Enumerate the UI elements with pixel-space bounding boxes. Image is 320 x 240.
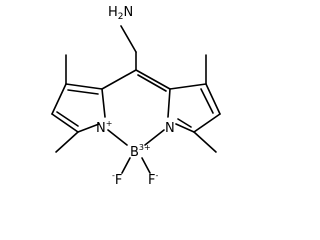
bond-right-c3-c4 xyxy=(205,83,221,115)
bond-boron-f-left xyxy=(121,157,131,174)
nitrogen-right-label: N xyxy=(165,121,175,136)
bond-boron-f-right xyxy=(141,157,151,174)
bond-left-c2-c3 xyxy=(65,83,103,90)
bodipy-structure: H2N N+ N B3+ -F F- xyxy=(51,5,221,188)
bond-ch2-nh2 xyxy=(120,25,137,53)
amine-label: H2N xyxy=(108,5,133,22)
fluorine-right-label: F- xyxy=(148,171,158,188)
bond-left-c4-c5 xyxy=(51,113,79,133)
bond-right-c5-n-double xyxy=(177,118,192,128)
bond-n-right-boron xyxy=(144,129,165,146)
bond-right-c4-c5 xyxy=(193,113,221,133)
bond-right-methyl-bottom xyxy=(193,131,217,153)
bond-left-c5-n xyxy=(77,123,100,133)
bond-left-c2-c3-double xyxy=(67,89,99,95)
boron-label: B3+ xyxy=(130,143,151,160)
bond-left-n-c2 xyxy=(101,88,106,118)
bond-right-c2-c3 xyxy=(169,83,207,90)
bond-meso-left xyxy=(101,69,137,90)
fluorine-left-label: -F xyxy=(112,171,122,188)
bond-right-c5-n xyxy=(175,123,195,133)
bond-left-c3-c4 xyxy=(51,83,67,115)
bond-right-n-c2 xyxy=(167,88,171,118)
bond-left-methyl-bottom xyxy=(55,131,79,153)
bond-meso-right-double xyxy=(137,74,167,92)
bond-left-c4-c5-double xyxy=(56,111,79,127)
bond-meso-right xyxy=(135,69,171,90)
bond-right-c3-c4-double xyxy=(200,88,214,114)
nitrogen-left-label: N+ xyxy=(96,119,112,136)
bond-n-left-boron xyxy=(107,129,128,146)
